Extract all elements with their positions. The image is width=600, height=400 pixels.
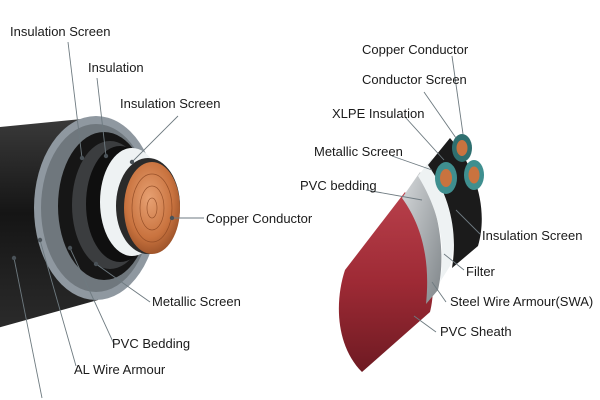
leader-right-conductor-screen [423, 91, 457, 139]
leader-right-filter [443, 253, 465, 271]
label-right-conductor-screen: Conductor Screen [362, 72, 467, 87]
right-pvc-sheath [338, 192, 433, 372]
leader-right-pvc-bedding [365, 189, 423, 201]
leader-right-insulation-screen [455, 209, 481, 235]
leader-left-pvc-bedding [69, 247, 115, 345]
leader-left-insulation [96, 77, 107, 157]
right-core-3-copper [468, 166, 480, 184]
leader-lines [11, 41, 481, 399]
label-left-insulation-screen-outer: Insulation Screen [10, 24, 110, 39]
left-cable [0, 116, 180, 328]
leader-left-outer-sheath [13, 257, 43, 399]
labels-left: Insulation Screen Insulation Insulation … [10, 24, 313, 377]
leader-dot [129, 159, 135, 165]
leader-right-copper-conductor [451, 55, 464, 135]
label-left-insulation-screen-inner: Insulation Screen [120, 96, 220, 111]
right-core-1-copper [440, 169, 452, 187]
leader-right-xlpe-insulation [405, 117, 445, 161]
label-right-pvc-bedding: PVC bedding [300, 178, 377, 193]
label-left-insulation: Insulation [88, 60, 144, 75]
right-cable [338, 134, 484, 372]
leader-left-al-wire-armour [39, 239, 77, 367]
label-left-al-wire-armour: AL Wire Armour [74, 362, 166, 377]
labels-right: Copper Conductor Conductor Screen XLPE I… [300, 42, 593, 339]
leader-dot [37, 237, 43, 243]
leader-dot [169, 215, 175, 221]
label-right-filter: Filter [466, 264, 496, 279]
label-left-metallic-screen: Metallic Screen [152, 294, 241, 309]
leader-left-metallic-screen [95, 263, 151, 303]
label-right-pvc-sheath: PVC Sheath [440, 324, 512, 339]
label-right-copper-conductor: Copper Conductor [362, 42, 469, 57]
right-cores [435, 134, 484, 194]
leader-dot [93, 261, 99, 267]
leader-right-metallic-screen [391, 155, 433, 171]
leader-dot [79, 155, 85, 161]
leader-right-pvc-sheath [413, 315, 437, 333]
left-copper-conductor [124, 162, 180, 254]
leader-dot [67, 245, 73, 251]
left-copper-strands [131, 173, 173, 243]
right-steel-wire-armour [402, 172, 442, 304]
leader-left-insulation-screen-outer [67, 41, 83, 159]
label-right-insulation-screen: Insulation Screen [482, 228, 582, 243]
label-left-copper-conductor: Copper Conductor [206, 211, 313, 226]
label-right-steel-wire-armour: Steel Wire Armour(SWA) [450, 294, 593, 309]
label-right-xlpe-insulation: XLPE Insulation [332, 106, 425, 121]
label-right-metallic-screen: Metallic Screen [314, 144, 403, 159]
right-core-2-copper [456, 140, 468, 156]
leader-dot [103, 153, 109, 159]
leader-left-insulation-screen-inner [131, 115, 179, 163]
leader-right-steel-wire-armour [431, 281, 447, 303]
label-left-pvc-bedding: PVC Bedding [112, 336, 190, 351]
leader-dot [11, 255, 17, 261]
